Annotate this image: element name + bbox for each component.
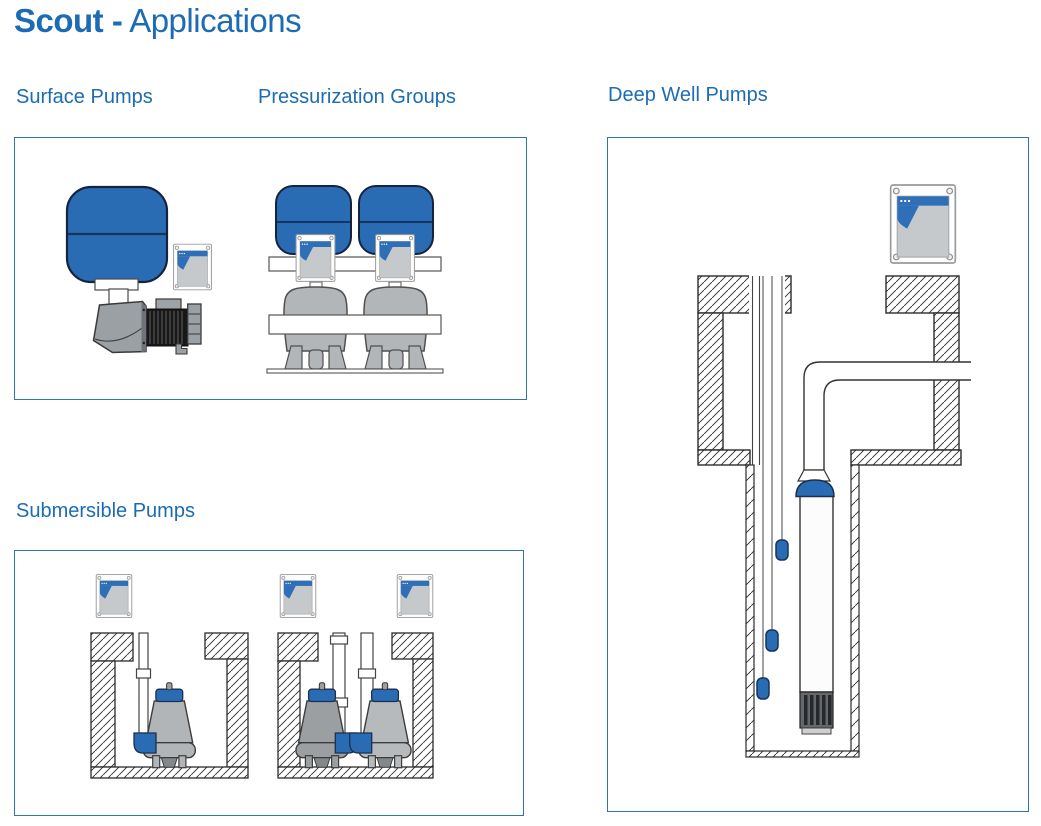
scout-controller-unit	[295, 234, 336, 282]
heading-submersible-pumps: Submersible Pumps	[16, 500, 195, 522]
twin-pump-pit	[277, 632, 434, 779]
drop-cable-pipe	[751, 276, 761, 465]
well-cross-section	[697, 275, 962, 758]
float-switch	[775, 539, 789, 561]
vessel-legs	[284, 345, 347, 370]
suction-pipe	[108, 288, 129, 305]
page-title-product: Scout -	[14, 2, 123, 39]
scout-controller-unit	[95, 574, 133, 618]
base-plate	[266, 368, 444, 374]
manifold-pipe-upper	[268, 256, 442, 272]
submersible-pump	[349, 682, 412, 769]
surface-pump	[92, 298, 202, 355]
heading-deep-well-pumps: Deep Well Pumps	[608, 84, 768, 106]
scout-controller-unit	[375, 234, 415, 282]
submersible-pump	[295, 682, 358, 769]
cable-duct-opening	[749, 274, 785, 315]
heading-surface-pumps: Surface Pumps	[16, 86, 153, 108]
pressure-tank	[65, 185, 169, 284]
deep-well-pump	[795, 469, 835, 735]
riser-pipe	[135, 632, 152, 734]
page-title: Scout - Applications	[14, 2, 302, 40]
submersible-illustration	[90, 574, 434, 779]
float-switch	[756, 677, 770, 700]
scout-controller-unit	[889, 184, 957, 264]
panel-deep-well	[607, 137, 1029, 812]
float-switch	[765, 629, 779, 652]
tank-stand	[94, 278, 139, 291]
surface-pressurization-illustration	[65, 185, 444, 374]
panel-submersible	[14, 550, 524, 816]
discharge-pipe	[803, 361, 971, 471]
vessel-legs	[364, 345, 427, 370]
manifold-pipe-lower	[268, 314, 442, 335]
single-pump-pit	[90, 632, 249, 779]
scout-controller-unit	[279, 574, 317, 618]
panel-surface-and-pressurization	[14, 137, 527, 400]
float-switch-cables	[762, 276, 783, 678]
page-title-section: Applications	[129, 2, 302, 39]
scout-controller-unit	[396, 574, 434, 618]
scout-controller-unit	[173, 243, 212, 291]
deep-well-illustration	[697, 184, 971, 758]
heading-pressurization-groups: Pressurization Groups	[258, 86, 456, 108]
